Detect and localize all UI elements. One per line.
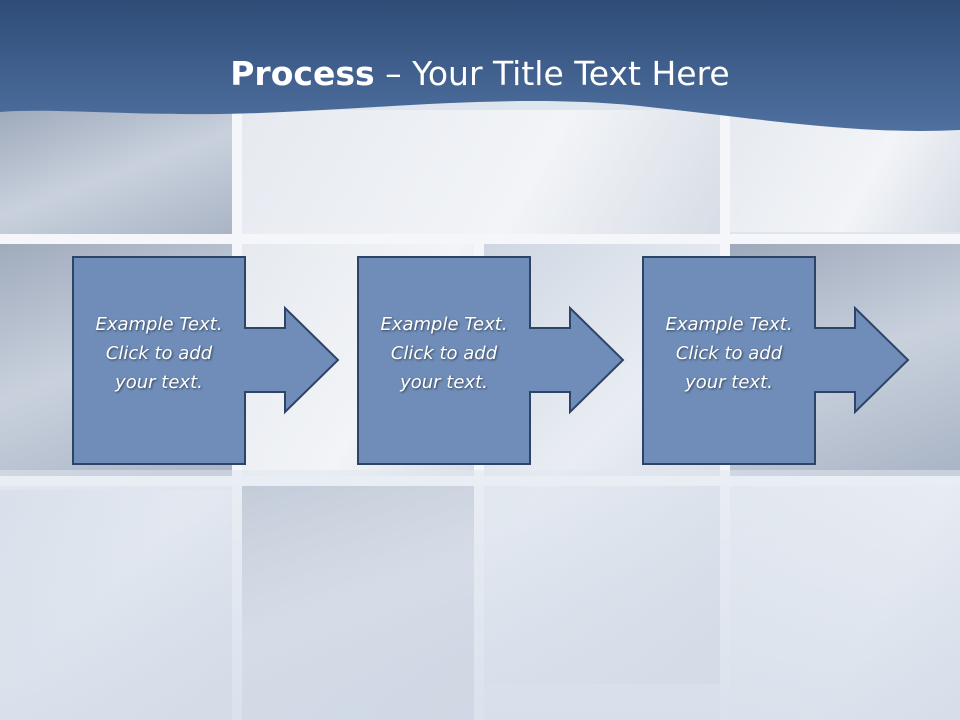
collage-tile-businessman-laptop <box>0 110 232 238</box>
process-step-2[interactable]: Example Text. Click to add your text. <box>357 256 647 466</box>
arrow-callout-shape <box>357 256 625 465</box>
step-text-line: Example Text. <box>95 314 223 335</box>
process-step-2-text: Example Text. Click to add your text. <box>357 310 531 397</box>
title-band: Process – Your Title Text Here <box>0 0 960 140</box>
step-text-line: Click to add <box>675 343 783 364</box>
process-step-1-text: Example Text. Click to add your text. <box>72 310 246 397</box>
step-text-line: Example Text. <box>665 314 793 335</box>
process-step-1[interactable]: Example Text. Click to add your text. <box>72 256 362 466</box>
step-text-line: your text. <box>400 372 488 393</box>
collage-divider <box>0 234 960 244</box>
step-text-line: Click to add <box>390 343 498 364</box>
step-text-line: your text. <box>685 372 773 393</box>
bottom-fade-overlay <box>0 470 960 720</box>
step-text-line: your text. <box>115 372 203 393</box>
process-step-3[interactable]: Example Text. Click to add your text. <box>642 256 932 466</box>
title-wave <box>0 0 960 131</box>
slide-title-bold: Process <box>230 54 375 93</box>
step-text-line: Example Text. <box>380 314 508 335</box>
process-step-3-text: Example Text. Click to add your text. <box>642 310 816 397</box>
slide-title-rest: – Your Title Text Here <box>374 54 730 93</box>
slide-title[interactable]: Process – Your Title Text Here <box>0 52 960 96</box>
arrow-callout-shape <box>642 256 910 465</box>
collage-tile-desk-meeting <box>242 110 720 234</box>
step-text-line: Click to add <box>105 343 213 364</box>
arrow-callout-shape <box>72 256 340 465</box>
